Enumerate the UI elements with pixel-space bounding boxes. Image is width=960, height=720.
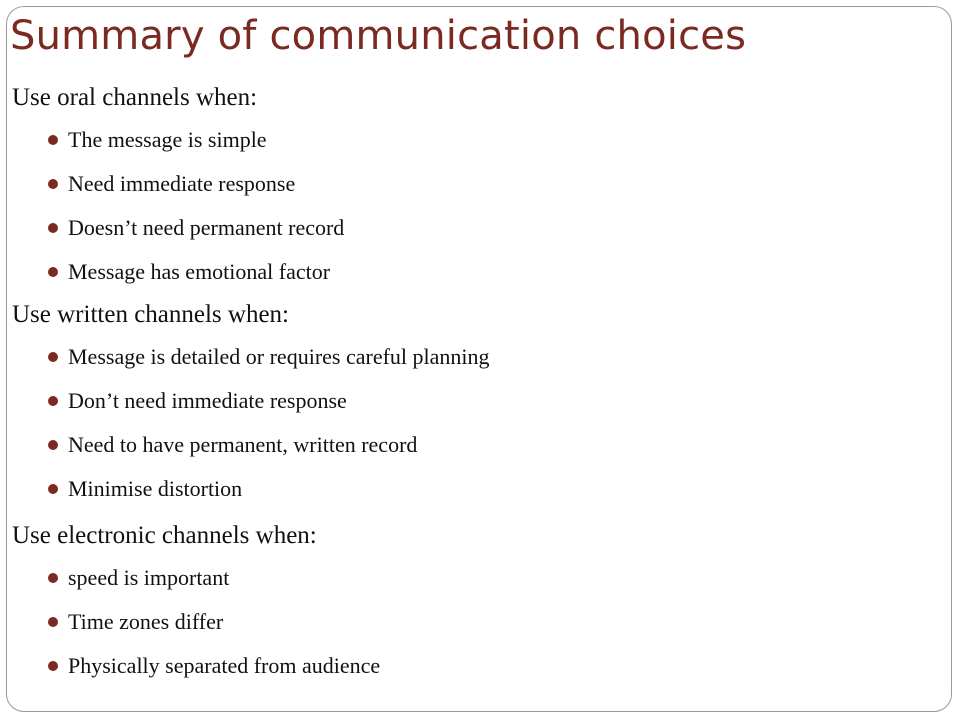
section-oral-channels: Use oral channels when: The message is s… [12,81,490,294]
list-item-text: Minimise distortion [68,476,243,501]
list-item: Doesn’t need permanent record [12,206,490,250]
list-item-text: Message has emotional factor [68,259,331,284]
list-item: Message is detailed or requires careful … [12,335,490,379]
section-written-channels: Use written channels when: Message is de… [12,298,490,511]
list-item: Time zones differ [12,600,490,644]
list-item: Need immediate response [12,162,490,206]
bullet-list: Message is detailed or requires careful … [12,335,490,511]
bullet-dot-icon [48,267,58,277]
bullet-dot-icon [48,223,58,233]
bullet-dot-icon [48,617,58,627]
bullet-dot-icon [48,179,58,189]
list-item-text: Message is detailed or requires careful … [68,344,490,369]
bullet-list: speed is important Time zones differ Phy… [12,556,490,688]
list-item-text: Don’t need immediate response [68,388,347,413]
bullet-dot-icon [48,440,58,450]
section-heading: Use oral channels when: [12,84,258,111]
slide-content: Use oral channels when: The message is s… [12,81,490,688]
bullet-dot-icon [48,135,58,145]
bullet-dot-icon [48,573,58,583]
list-item-text: Time zones differ [68,609,224,634]
list-item: Message has emotional factor [12,250,490,294]
bullet-dot-icon [48,661,58,671]
list-item: Physically separated from audience [12,644,490,688]
list-item: Minimise distortion [12,467,490,511]
bullet-dot-icon [48,352,58,362]
list-item-text: The message is simple [68,127,267,152]
list-item-text: Need to have permanent, written record [68,432,418,457]
list-item: Don’t need immediate response [12,379,490,423]
list-item-text: speed is important [68,565,230,590]
bullet-dot-icon [48,484,58,494]
list-item-text: Doesn’t need permanent record [68,215,345,240]
list-item-text: Need immediate response [68,171,296,196]
section-heading: Use electronic channels when: [12,522,317,549]
list-item-text: Physically separated from audience [68,653,381,678]
bullet-dot-icon [48,396,58,406]
slide-frame [6,6,952,712]
section-electronic-channels: Use electronic channels when: speed is i… [12,519,490,688]
list-item: Need to have permanent, written record [12,423,490,467]
slide-title: Summary of communication choices [10,13,747,59]
section-heading: Use written channels when: [12,301,290,328]
bullet-list: The message is simple Need immediate res… [12,118,490,294]
list-item: The message is simple [12,118,490,162]
list-item: speed is important [12,556,490,600]
